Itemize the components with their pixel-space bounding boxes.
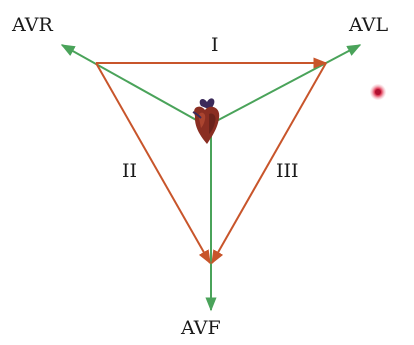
lead-iii-label: III — [276, 160, 299, 182]
avf-label: AVF — [180, 317, 221, 339]
avl-label: AVL — [348, 14, 388, 36]
lead-ii-label: II — [122, 160, 137, 182]
lead-i-label: I — [211, 34, 219, 56]
avr-label: AVR — [11, 14, 53, 36]
lead-ii-arrow — [96, 63, 210, 263]
avr-axis-arrow — [62, 45, 207, 126]
avl-axis-arrow — [207, 45, 360, 126]
dot-icon — [370, 84, 386, 100]
augmented-lead-arrows — [62, 45, 360, 310]
heart-icon — [193, 98, 219, 144]
